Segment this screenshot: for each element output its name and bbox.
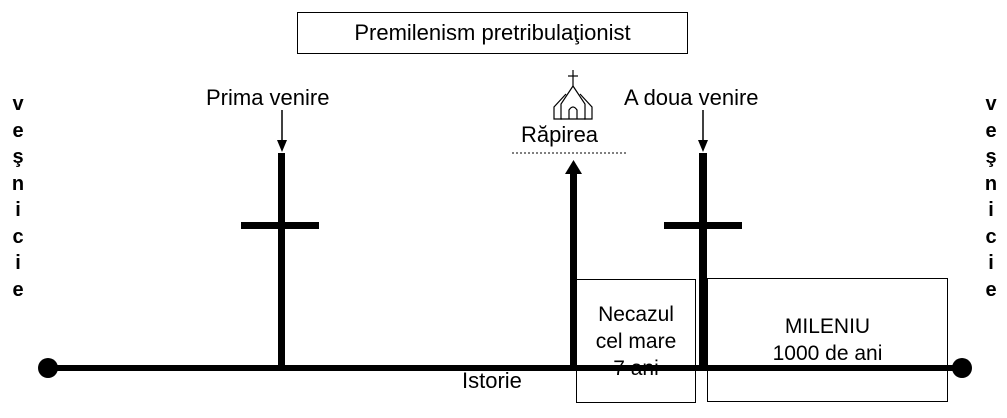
timeline-start-dot bbox=[38, 358, 58, 378]
tribulation-text: Necazul bbox=[598, 302, 674, 326]
right-letter: c bbox=[985, 225, 997, 248]
right-letter: e bbox=[985, 119, 997, 142]
rapture-arrow bbox=[565, 160, 582, 371]
right-letter: v bbox=[985, 93, 997, 115]
first-coming-cross-icon bbox=[241, 153, 319, 371]
second-coming-arrow bbox=[698, 110, 708, 152]
millennium-box: MILENIU 1000 de ani bbox=[707, 278, 948, 402]
second-coming-label: A doua venire bbox=[624, 85, 759, 110]
right-letter: i bbox=[988, 199, 994, 221]
left-letter: v bbox=[12, 93, 24, 115]
second-coming-cross-icon bbox=[664, 153, 742, 371]
church-icon bbox=[553, 70, 593, 120]
left-letter: i bbox=[15, 252, 21, 274]
right-letter: n bbox=[984, 172, 998, 195]
right-letter: ş bbox=[985, 146, 997, 168]
left-letter: n bbox=[11, 172, 25, 195]
first-coming-label: Prima venire bbox=[206, 85, 330, 110]
rapture-label: Răpirea bbox=[521, 122, 599, 147]
left-letter: c bbox=[12, 225, 24, 248]
right-letter: e bbox=[985, 278, 997, 301]
tribulation-box: Necazul cel mare 7 ani bbox=[576, 279, 696, 403]
tribulation-text: cel mare bbox=[595, 329, 677, 353]
left-letter: i bbox=[15, 199, 21, 221]
first-coming-arrow bbox=[277, 110, 287, 152]
millennium-text: MILENIU bbox=[784, 315, 871, 338]
timeline-end-dot bbox=[952, 358, 972, 378]
millennium-text: 1000 de ani bbox=[772, 342, 883, 365]
right-eternity-label: v e ş n i c i e bbox=[981, 91, 1001, 303]
right-letter: i bbox=[988, 252, 994, 274]
timeline-label: Istorie bbox=[462, 368, 522, 393]
left-letter: e bbox=[12, 119, 24, 142]
left-letter: e bbox=[12, 278, 24, 301]
diagram-title: Premilenism pretribulaţionist bbox=[297, 12, 688, 54]
left-eternity-label: v e ş n i c i e bbox=[8, 91, 28, 303]
left-letter: ş bbox=[12, 146, 24, 168]
